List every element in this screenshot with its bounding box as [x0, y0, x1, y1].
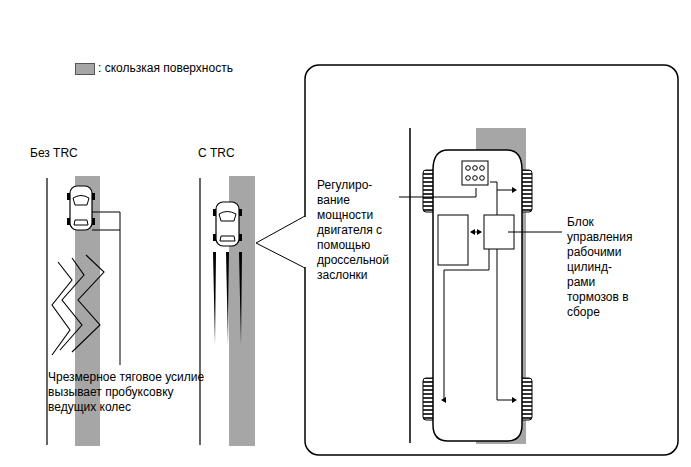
- road-with-trc: [200, 176, 255, 446]
- legend-text: : скользкая поверхность: [98, 61, 233, 76]
- callout-line: [92, 212, 120, 365]
- detail-panel: [305, 65, 678, 455]
- callout-label: Регулиро- вание мощности двигателя с пом…: [317, 178, 397, 283]
- callout-label: Чрезмерное тяговое усилие вызывает пробу…: [48, 370, 220, 415]
- car-small: [213, 202, 242, 246]
- panel-opening: [304, 217, 307, 267]
- leader-line: [508, 232, 562, 233]
- leader-line: [399, 188, 476, 197]
- car-top-view: [423, 150, 532, 441]
- callout-wedge: [256, 216, 305, 268]
- road-detail: [410, 128, 526, 444]
- legend-swatch: [75, 63, 95, 75]
- scenario-label: С TRC: [198, 146, 288, 161]
- car-small: [67, 186, 95, 230]
- legend-entry: : скользкая поверхность: [75, 61, 233, 76]
- scenario-label: Без TRC: [30, 146, 120, 161]
- callout-label: Блок управления рабочими цилинд- рами то…: [567, 215, 641, 320]
